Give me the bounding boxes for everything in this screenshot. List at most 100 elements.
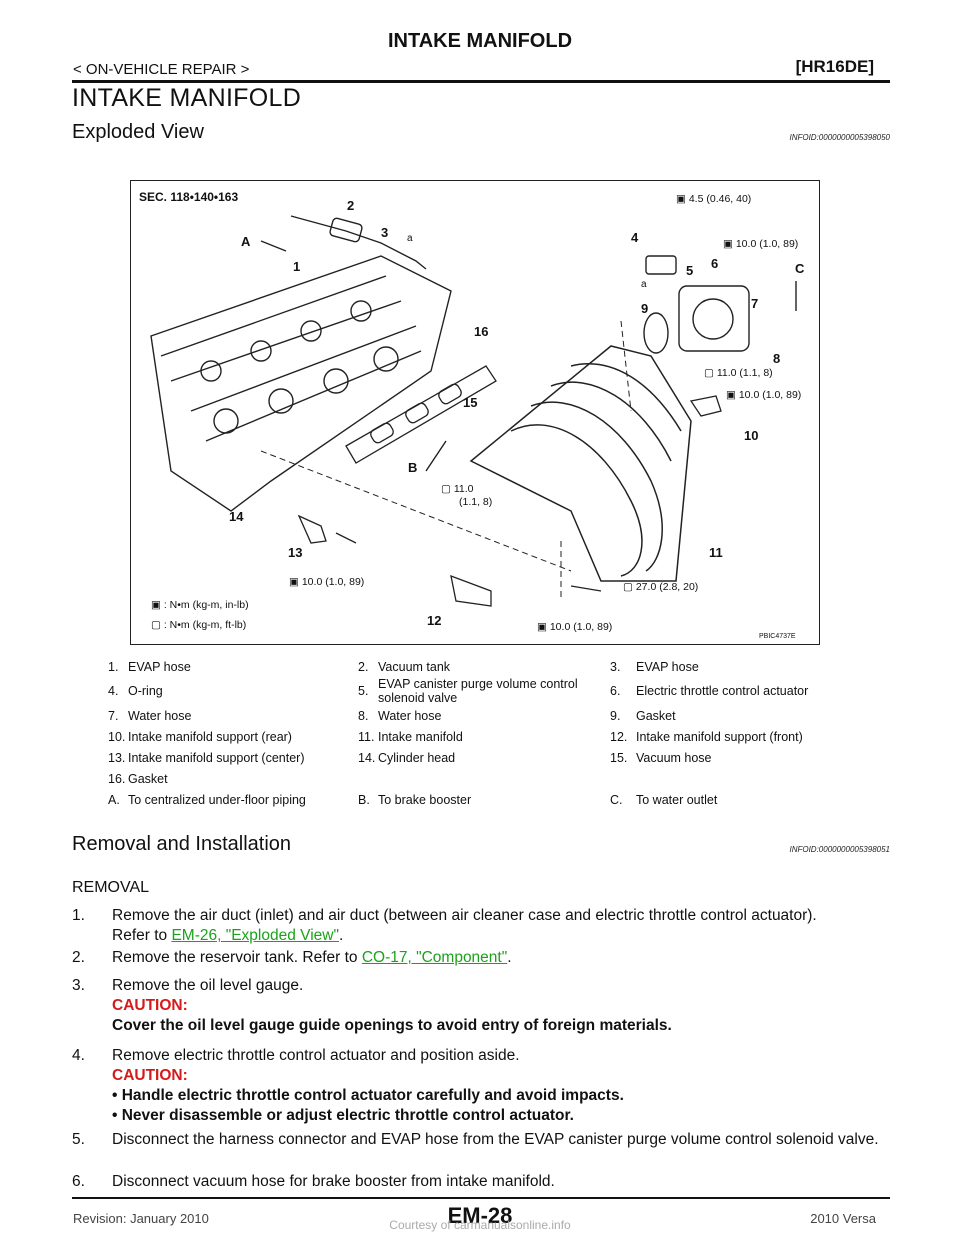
link-em-26-exploded-view[interactable]: EM-26, "Exploded View" [171,927,339,944]
legend-number: 9. [610,708,621,723]
legend-label: EVAP hose [128,659,191,674]
legend-label: To water outlet [636,792,718,807]
legend-label: To centralized under-floor piping [128,792,306,807]
evap-hose-drawing [290,215,427,270]
legend-number: 12. [610,729,628,744]
legend-label: Intake manifold [378,729,463,744]
callout-7: 7 [751,296,759,311]
caution-label: CAUTION: [112,997,188,1014]
legend-label: Vacuum tank [378,659,451,674]
callout-9: 9 [641,301,649,316]
torque-icon: ▢ [704,367,717,379]
removal-heading: Removal and Installation [72,833,292,855]
torque-icon: ▣ [151,599,164,611]
legend-number: 1. [108,659,119,674]
torque-icon: ▣ [726,389,739,401]
callout-A: A [241,234,251,249]
intake-manifold-drawing [469,345,692,582]
legend-number: B. [358,792,370,807]
footer-revision: Revision: January 2010 [73,1211,209,1226]
legend-label: EVAP hose [636,659,699,674]
legend-number: 7. [108,708,119,723]
key-in-lb: ▣ : N•m (kg-m, in-lb) [151,599,249,611]
header-rule [72,80,890,83]
callout-4: 4 [631,230,639,245]
callout-13: 13 [288,545,303,560]
callout-14: 14 [229,509,244,524]
legend-number: 5. [358,684,369,698]
removal-infoid: INFOID:0000000005398051 [789,845,890,854]
legend-row: 10.Intake manifold support (rear)11.Inta… [108,726,860,747]
callout-16: 16 [474,324,489,339]
step-1: 1.Remove the air duct (inlet) and air du… [72,907,817,944]
torque-icon: ▣ [537,621,550,633]
legend-label: Intake manifold support (front) [636,729,803,744]
legend-number: 6. [610,684,621,698]
legend-label: Cylinder head [378,750,456,765]
callout-10: 10 [744,428,759,443]
footer-rule [72,1197,890,1199]
legend-row: 4. O-ring 5. EVAP canister purge volume con… [108,677,860,705]
torque-label-6: ▣ 10.0 (1.0, 89) [289,576,365,588]
callout-B: B [408,460,418,475]
link-co-17-component[interactable]: CO-17, "Component" [361,949,508,966]
callout-a-1: a [407,233,413,244]
watermark: Courtesy of carmanualsonline.info [389,1218,571,1232]
legend-label: Gasket [128,771,168,786]
step-2: 2.Remove the reservoir tank. Refer to CO… [72,949,512,966]
callout-C: C [795,261,805,276]
legend-row: 1. EVAP hose 2. Vacuum tank 3. EVAP hose [108,656,860,677]
removal-subheading: REMOVAL [72,879,150,896]
callout-12: 12 [427,613,442,628]
legend-label: Gasket [636,708,676,723]
torque-label-3: ▢ 11.0 (1.1, 8) [704,367,773,379]
torque-icon: ▢ [623,581,636,593]
legend-label: Water hose [128,708,192,723]
legend-number [358,768,378,789]
legend-number: 4. [108,684,119,698]
legend-number [610,768,636,789]
callout-8: 8 [773,351,781,366]
legend-label: O-ring [128,684,163,698]
torque-label-1: ▣ 4.5 (0.46, 40) [676,193,752,205]
legend-row: 16.Gasket [108,768,860,789]
torque-icon: ▣ [676,193,689,205]
torque-label-4: ▣ 10.0 (1.0, 89) [726,389,802,401]
legend-number: 3. [610,659,621,674]
legend-label [378,768,610,789]
torque-icon: ▢ [441,483,454,495]
page-title: INTAKE MANIFOLD [72,84,302,112]
section-code: SEC. 118•140•163 [139,190,239,204]
callout-5: 5 [686,263,694,278]
legend-label: To brake booster [378,792,472,807]
legend-label: EVAP canister purge volume control solen… [378,677,578,705]
legend-number: 10. [108,729,126,744]
footer-model: 2010 Versa [810,1211,876,1226]
caution-text: • Never disassemble or adjust electric t… [112,1107,574,1124]
torque-label-5: ▢ 11.0 [441,483,474,495]
exploded-view-figure: SEC. 118•140•163 1 2 3 4 5 6 7 8 9 10 11… [130,180,820,645]
torque-label-8: ▣ 10.0 (1.0, 89) [537,621,613,633]
torque-icon: ▢ [151,619,164,631]
callout-a-2: a [641,279,647,290]
legend-label: Intake manifold support (center) [128,750,305,765]
legend-number: 16. [108,771,126,786]
callout-1: 1 [293,259,301,274]
callout-3: 3 [381,225,389,240]
parts-legend-table: 1. EVAP hose 2. Vacuum tank 3. EVAP hose 4. O-r… [108,656,860,810]
header-section: < ON-VEHICLE REPAIR > [73,61,250,78]
legend-label: Intake manifold support (rear) [128,729,292,744]
callout-6: 6 [711,256,719,271]
exploded-view-heading: Exploded View [72,121,204,143]
step-5: 5.Disconnect the harness connector and E… [72,1131,879,1148]
legend-row: 13.Intake manifold support (center)14.Cy… [108,747,860,768]
throttle-actuator-drawing [643,255,750,354]
legend-number: 2. [358,659,369,674]
page-number: EM-28 [447,1203,513,1228]
figure-code: PBIC4737E [759,633,796,640]
torque-label-2: ▣ 10.0 (1.0, 89) [723,238,799,250]
cylinder-head-drawing [150,255,452,512]
callout-2: 2 [347,198,355,213]
legend-label: Vacuum hose [636,750,712,765]
